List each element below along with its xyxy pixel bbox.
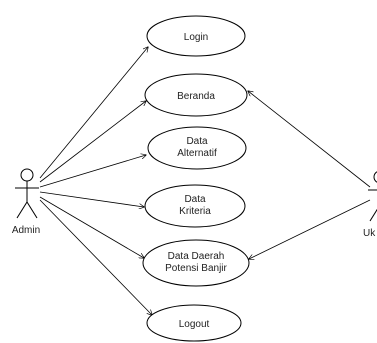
assoc-admin-kriteria bbox=[39, 191, 144, 207]
use-case-logout: Logout bbox=[146, 304, 242, 342]
admin-associations bbox=[39, 47, 152, 315]
use-case-daerah-label-2: Potensi Banjir bbox=[165, 263, 227, 274]
assoc-admin-login bbox=[39, 47, 148, 179]
stick-figure-icon bbox=[368, 171, 377, 222]
assoc-admin-logout bbox=[39, 199, 152, 315]
use-case-kriteria-label-1: Data bbox=[184, 194, 206, 205]
actor-user-label: Uk bbox=[363, 228, 376, 239]
use-case-kriteria: Data Kriteria bbox=[144, 184, 246, 228]
assoc-user-daerah bbox=[249, 199, 371, 259]
stick-figure-icon bbox=[15, 168, 39, 219]
assoc-admin-alternatif bbox=[39, 155, 146, 188]
use-case-daerah-label-1: Data Daerah bbox=[168, 251, 225, 262]
assoc-admin-daerah bbox=[39, 196, 144, 258]
use-case-logout-label: Logout bbox=[179, 319, 210, 330]
assoc-user-beranda bbox=[248, 91, 371, 188]
use-case-daerah: Data Daerah Potensi Banjir bbox=[142, 239, 250, 287]
use-case-beranda-label: Beranda bbox=[177, 91, 215, 102]
use-case-kriteria-label-2: Kriteria bbox=[179, 206, 211, 217]
use-case-alternatif: Data Alternatif bbox=[147, 126, 247, 170]
actor-admin: Admin bbox=[12, 168, 40, 236]
use-case-login: Login bbox=[146, 15, 246, 57]
actor-user: Uk bbox=[363, 171, 377, 239]
assoc-admin-beranda bbox=[39, 101, 146, 183]
use-case-alternatif-label-2: Alternatif bbox=[177, 148, 217, 159]
use-case-alternatif-label-1: Data bbox=[186, 136, 208, 147]
actor-admin-label: Admin bbox=[12, 225, 40, 236]
user-associations bbox=[248, 91, 371, 259]
use-case-login-label: Login bbox=[184, 32, 208, 43]
use-case-beranda: Beranda bbox=[144, 73, 248, 117]
